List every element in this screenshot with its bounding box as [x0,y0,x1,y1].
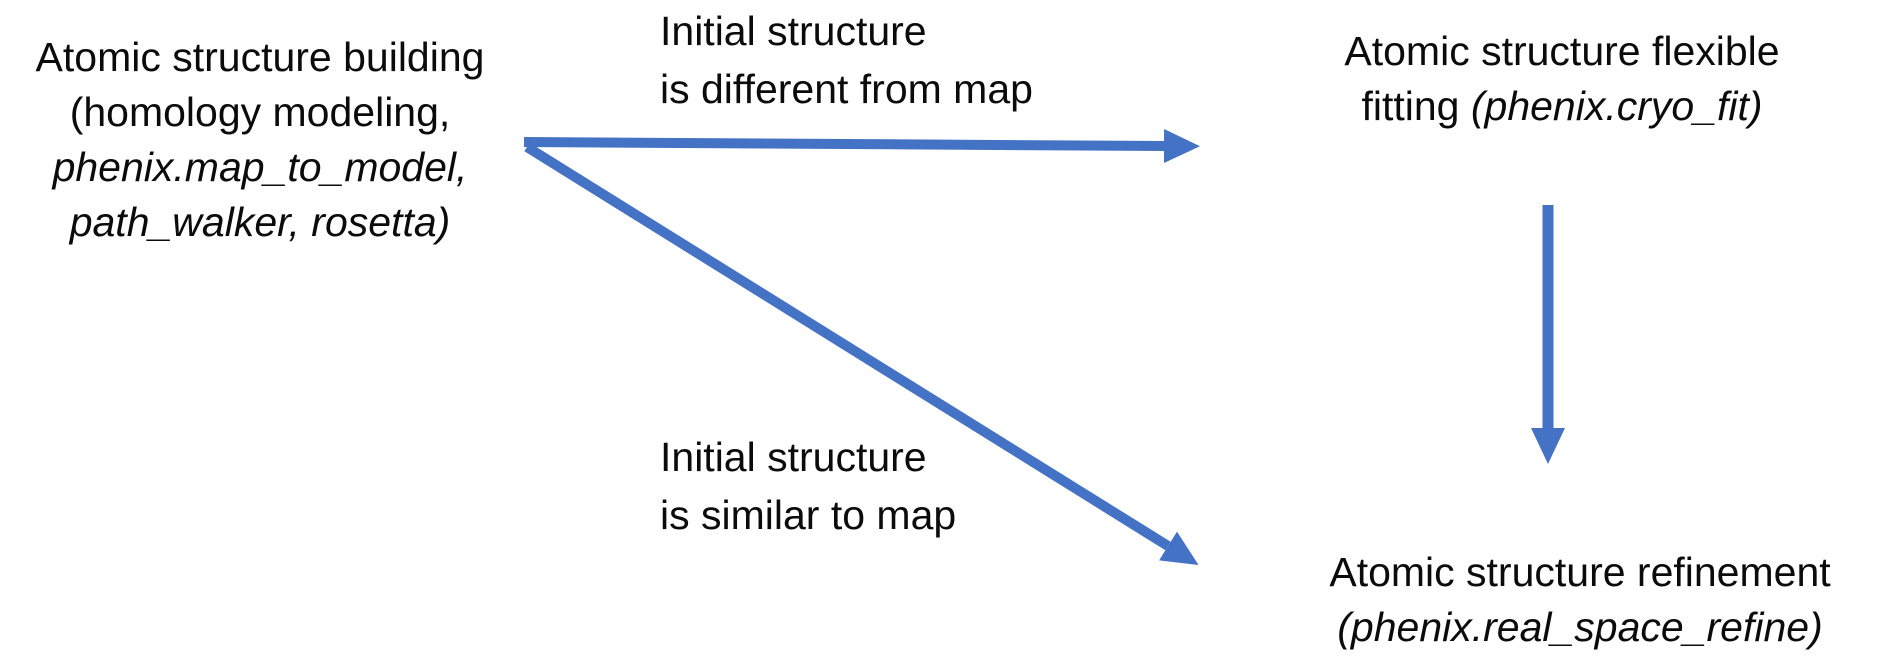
edge-label-different-line1: Initial structure [660,8,927,54]
node-structure-building-line2: (homology modeling, [69,89,451,135]
node-structure-building: Atomic structure building (homology mode… [0,30,520,250]
edge-label-different-from-map: Initial structure is different from map [660,2,1033,118]
node-flexible-fitting-line2: fitting (phenix.cryo_fit) [1300,79,1824,134]
node-structure-building-line3: phenix.map_to_model, [52,144,468,190]
edge-label-different-line2: is different from map [660,66,1033,112]
building-to-fitting-arrow [523,129,1200,163]
building-to-refinement-arrow [524,142,1199,566]
node-structure-refinement-line2-command: (phenix.real_space_refine) [1337,604,1823,650]
node-structure-building-line1: Atomic structure building [35,34,485,80]
node-flexible-fitting-line2-command: (phenix.cryo_fit) [1470,83,1763,129]
edge-label-similar-to-map: Initial structure is similar to map [660,428,956,544]
node-structure-refinement-line1: Atomic structure refinement [1329,549,1831,595]
node-structure-refinement: Atomic structure refinement (phenix.real… [1280,545,1880,655]
node-structure-building-line4: path_walker, rosetta) [69,199,451,245]
edge-label-similar-line2: is similar to map [660,492,957,538]
node-flexible-fitting-line1: Atomic structure flexible [1344,28,1780,74]
edge-label-similar-line1: Initial structure [660,434,927,480]
node-flexible-fitting-line2-regular: fitting [1361,83,1471,129]
node-flexible-fitting: Atomic structure flexible fitting (pheni… [1300,24,1824,134]
